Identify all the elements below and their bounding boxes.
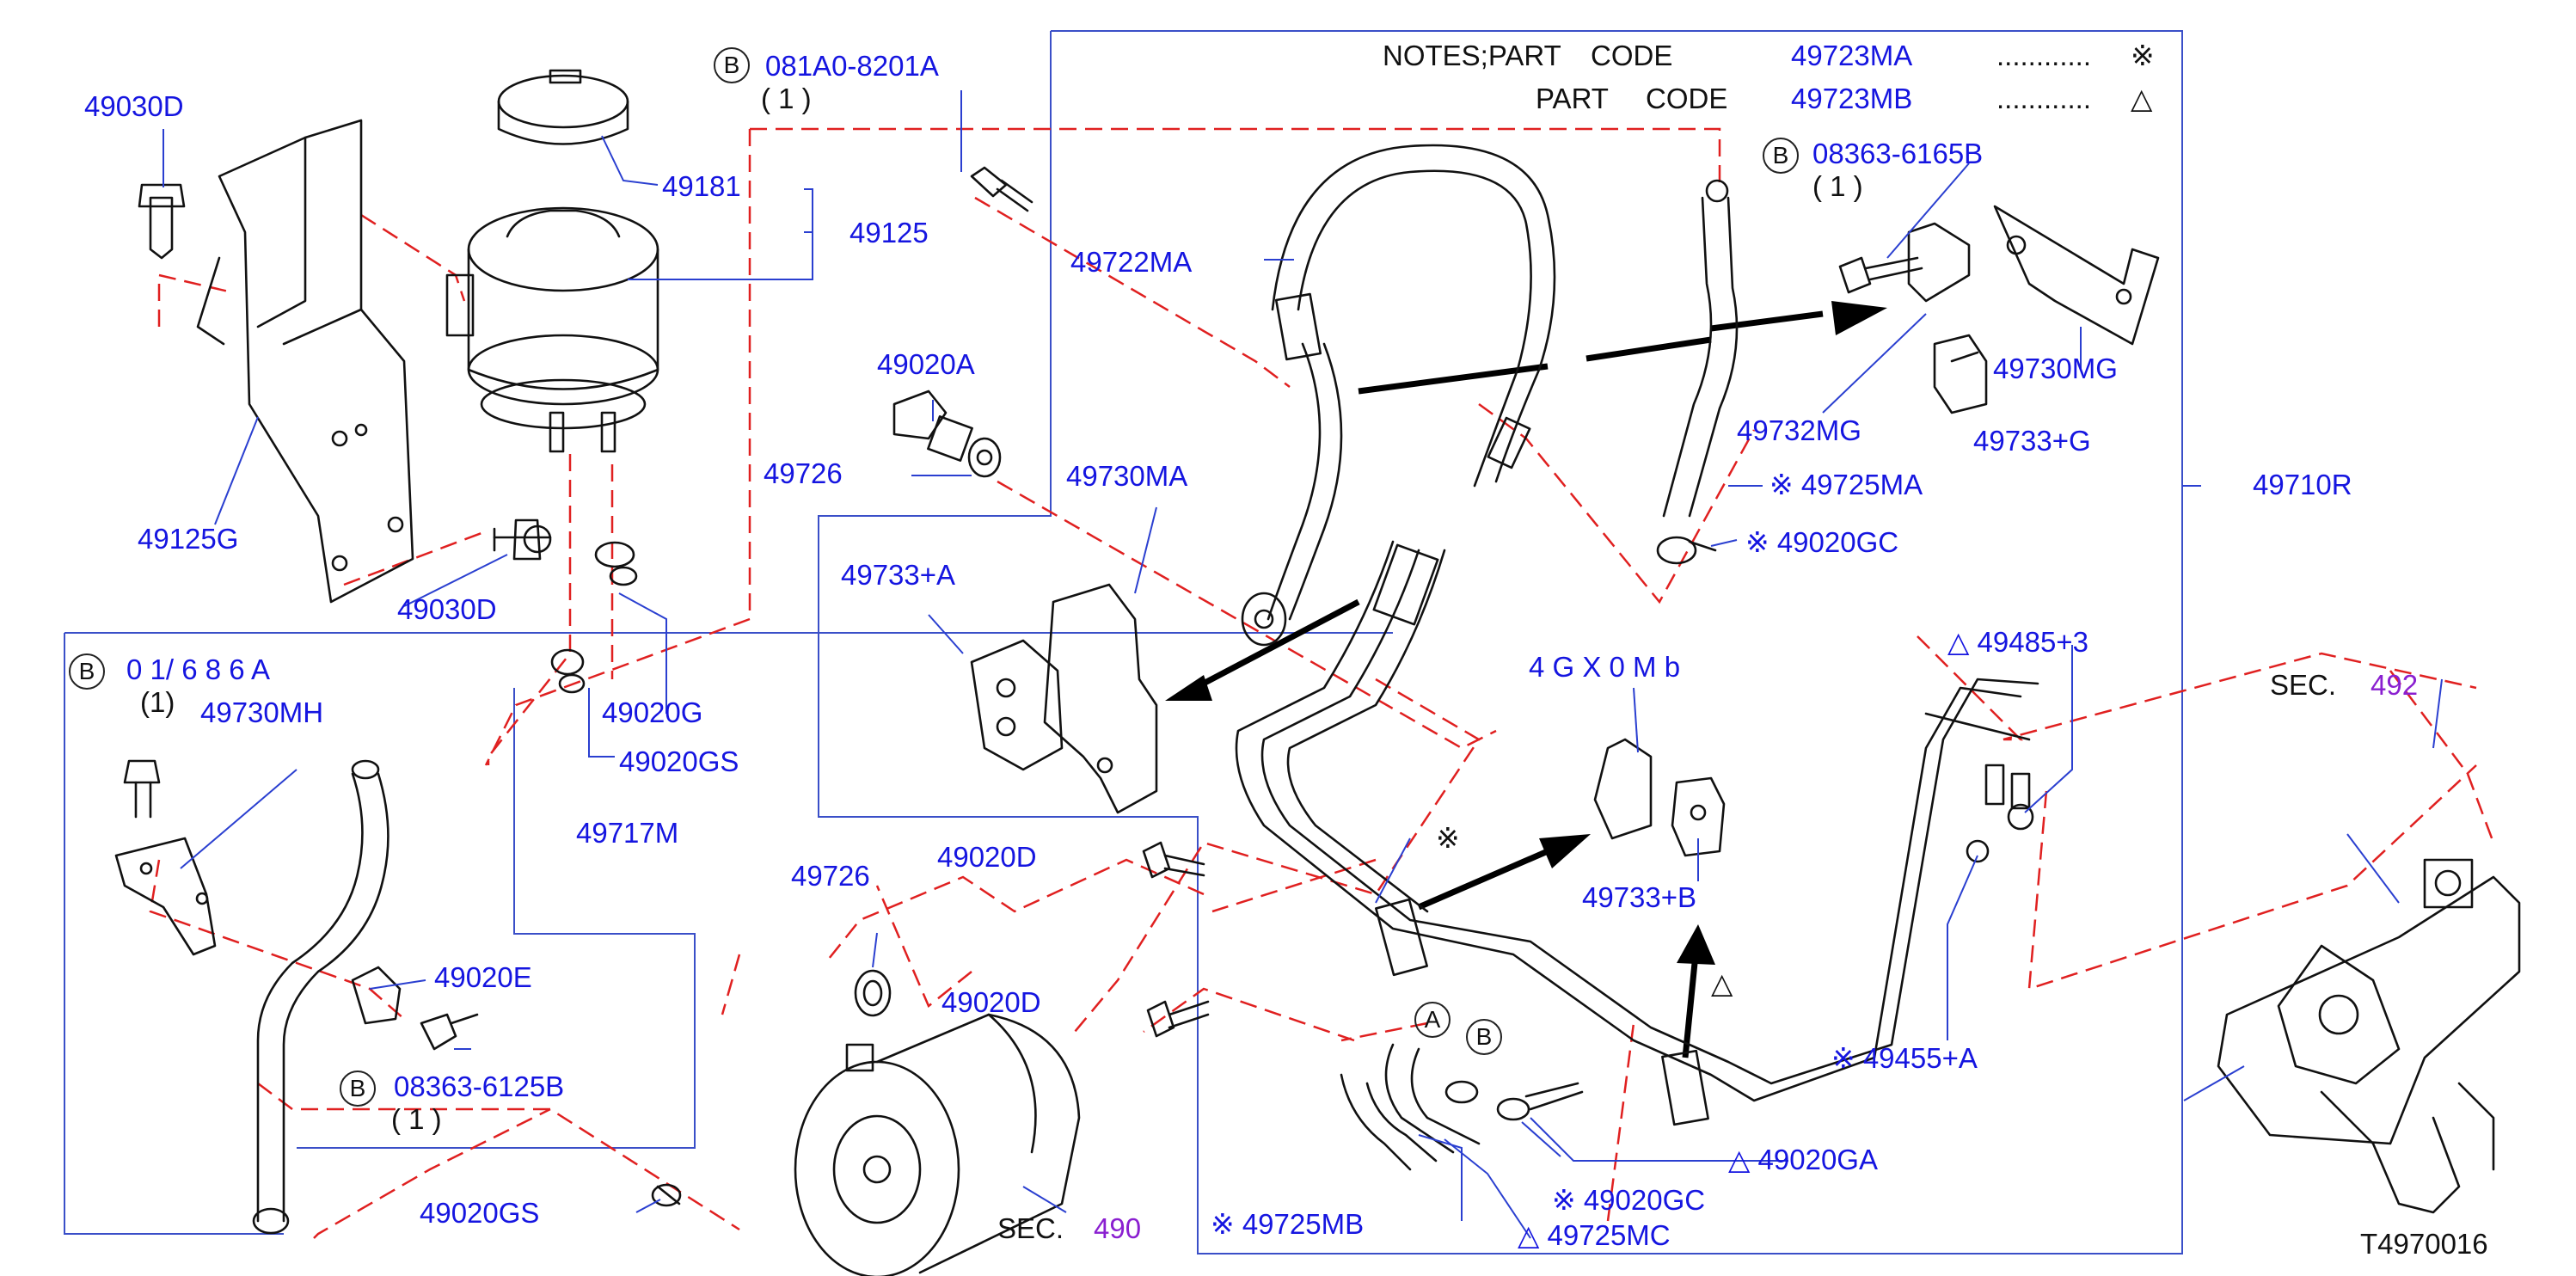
label-qty-081a0: ( 1 ): [761, 83, 812, 114]
label-49020gc-top: ※ 49020GC: [1745, 526, 1899, 558]
label-sec-490-num: 490: [1094, 1212, 1142, 1244]
label-49730mh: 49730MH: [200, 696, 324, 728]
notes-symbol-1: ※: [2131, 40, 2155, 71]
notes-code-word-2: CODE: [1646, 83, 1728, 114]
label-qty-08363-6125b: ( 1 ): [391, 1103, 442, 1135]
label-49733b: 49733+B: [1582, 881, 1697, 913]
label-49730mg: 49730MG: [1993, 353, 2118, 384]
label-49717m: 49717M: [576, 817, 679, 849]
label-tri-mark: △: [1711, 967, 1733, 999]
label-081a0-8201a: 081A0-8201A: [765, 50, 939, 82]
label-49730ma: 49730MA: [1066, 460, 1188, 492]
label-qty-08363-6165b: ( 1 ): [1812, 170, 1863, 202]
label-49181: 49181: [662, 170, 741, 202]
label-08363-6125b: 08363-6125B: [394, 1070, 565, 1102]
notes-code-word-1: CODE: [1591, 40, 1673, 71]
label-49726-b: 49726: [791, 860, 870, 892]
notes-symbol-2: △: [2131, 83, 2153, 114]
frame-lines: [64, 30, 2183, 1255]
label-sec-492-num: 492: [2371, 669, 2419, 701]
label-49725mb: ※ 49725MB: [1211, 1208, 1365, 1240]
label-49710r: 49710R: [2253, 469, 2352, 500]
label-49020gs-bottom: 49020GS: [420, 1197, 540, 1229]
label-49030d-bottom: 49030D: [397, 593, 497, 625]
callout-b-left: B: [69, 653, 105, 690]
label-08363-6165b: 08363-6165B: [1812, 138, 1984, 169]
label-qty-left: (1): [140, 686, 175, 718]
label-49732mg: 49732MG: [1737, 414, 1861, 446]
label-49733a: 49733+A: [841, 559, 956, 591]
callout-b-hose: B: [1466, 1019, 1502, 1055]
callout-b-08363-6125b: B: [340, 1070, 376, 1107]
figure-code: T4970016: [2360, 1228, 2488, 1260]
label-garbled-right: △ 49485+3: [1947, 626, 2088, 658]
label-49030d-top: 49030D: [84, 90, 184, 122]
label-49020ga: △ 49020GA: [1728, 1144, 1878, 1175]
component-sketches: [114, 69, 2521, 1276]
label-49125g: 49125G: [138, 523, 239, 555]
label-49020d-b: 49020D: [941, 986, 1041, 1018]
callout-b-081a0: B: [714, 47, 750, 83]
label-49722ma: 49722MA: [1070, 246, 1193, 278]
label-49020a: 49020A: [877, 348, 975, 380]
notes-dots-1: ............: [1996, 40, 2092, 71]
label-49020e: 49020E: [434, 961, 532, 993]
notes-code-1: 49723MA: [1791, 40, 1913, 71]
label-49725mc: △ 49725MC: [1518, 1219, 1671, 1251]
callout-b-08363-6165b: B: [1763, 138, 1799, 174]
callout-a-hose: A: [1414, 1002, 1451, 1038]
arrow-heads: [1165, 301, 1887, 965]
label-49020g: 49020G: [602, 696, 703, 728]
leader-lines: [163, 90, 2443, 1239]
label-mark-ref: ※: [1436, 822, 1460, 854]
notes-dots-2: ............: [1996, 83, 2092, 114]
notes-part-word-2: PART: [1536, 83, 1609, 114]
notes-code-2: 49723MB: [1791, 83, 1913, 114]
notes-heading: NOTES;PART: [1383, 40, 1561, 71]
label-49125: 49125: [849, 217, 929, 248]
direction-arrows: [1193, 310, 1824, 1058]
label-garbled-mid: 4 G X 0 M b: [1529, 651, 1681, 683]
label-49726-a: 49726: [764, 457, 843, 489]
label-49733g: 49733+G: [1973, 425, 2091, 457]
label-49020gc-bottom: ※ 49020GC: [1552, 1184, 1706, 1216]
label-garbled-left: 0 1/ 6 8 6 A: [126, 653, 270, 685]
label-49725ma: ※ 49725MA: [1769, 469, 1923, 500]
label-49020gs-top: 49020GS: [619, 745, 739, 777]
label-49455a: ※ 49455+A: [1831, 1042, 1978, 1074]
label-49020d-a: 49020D: [937, 841, 1037, 873]
label-sec-490-prefix: SEC.: [997, 1212, 1064, 1244]
label-sec-492-prefix: SEC.: [2270, 669, 2337, 701]
